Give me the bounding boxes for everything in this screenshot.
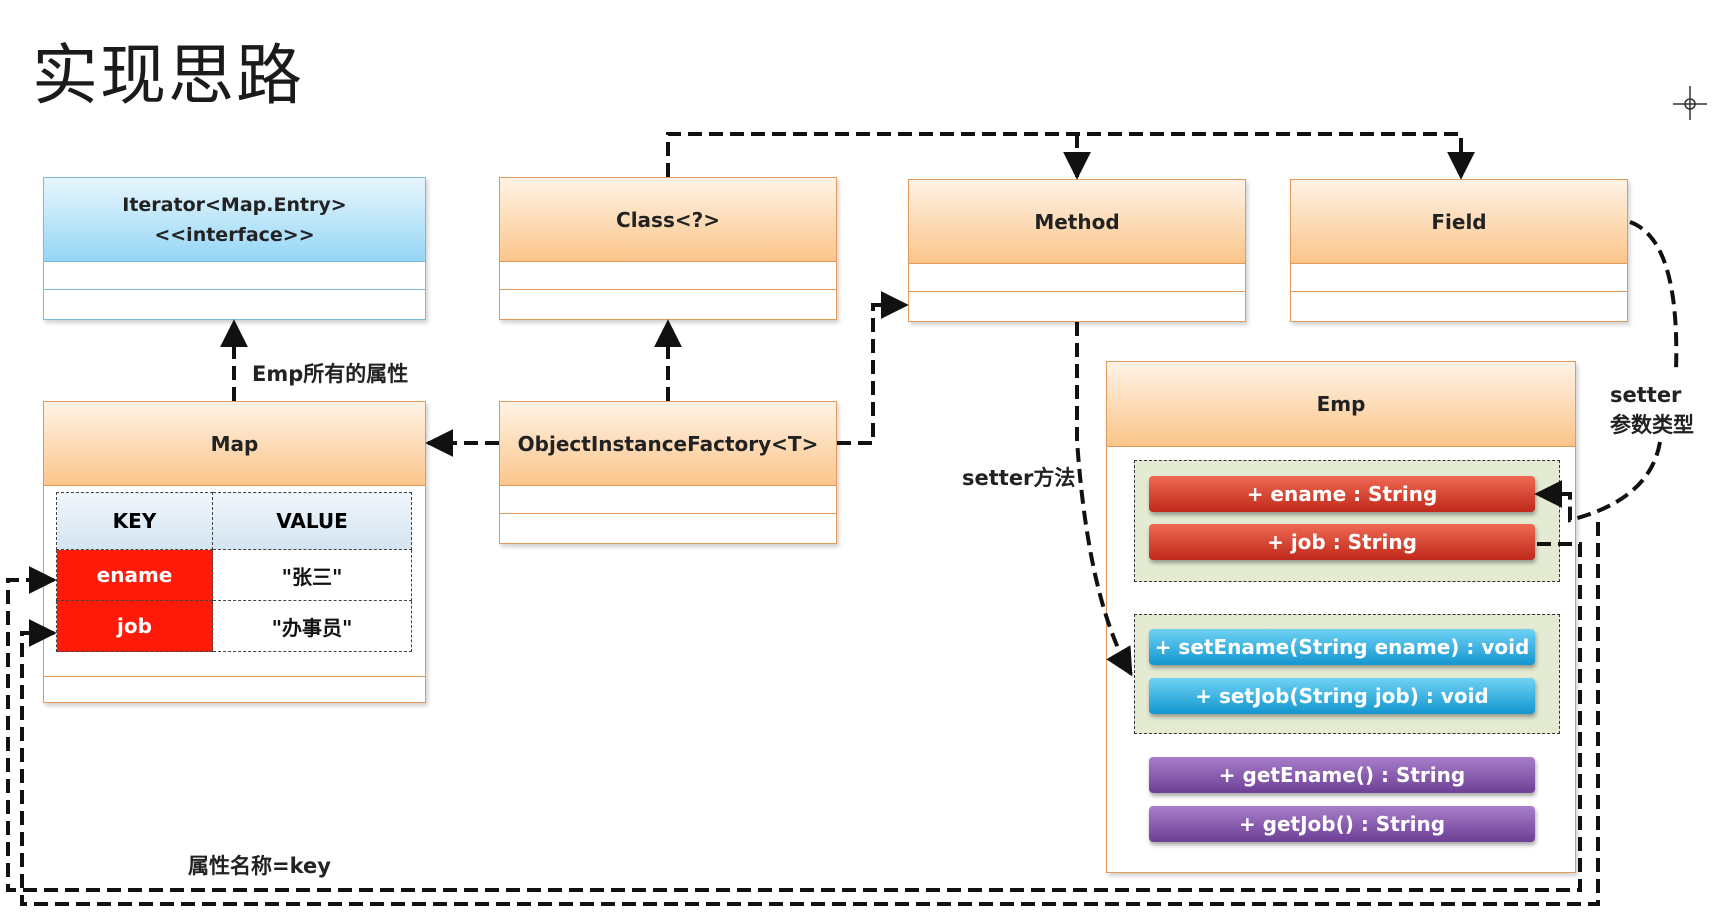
emp-header: Emp	[1107, 362, 1575, 447]
map-key-cell: job	[56, 600, 213, 652]
map-bottom-section	[43, 676, 426, 703]
table-header-value: VALUE	[212, 492, 412, 550]
method-attributes	[909, 264, 1245, 292]
map-header: Map	[44, 402, 425, 486]
attr-name-key-label: 属性名称=key	[188, 854, 331, 878]
setter-param-line1: setter	[1610, 383, 1682, 407]
map-entries-table: KEY VALUE ename "张三" job "办事员"	[56, 492, 412, 652]
iterator-stereotype: <<interface>>	[154, 223, 315, 246]
iterator-operations	[44, 290, 425, 318]
map-value-cell: "张三"	[212, 549, 412, 601]
iterator-name: Iterator<Map.Entry>	[122, 193, 347, 216]
field-job[interactable]: + job : String	[1149, 524, 1535, 560]
method-get-ename[interactable]: + getEname() : String	[1149, 757, 1535, 793]
class-box[interactable]: Class<?>	[499, 177, 837, 320]
class-operations	[500, 290, 836, 318]
setter-method-label: setter方法	[962, 466, 1076, 490]
map-value-cell: "办事员"	[212, 600, 412, 652]
method-header: Method	[909, 180, 1245, 264]
factory-attributes	[500, 486, 836, 514]
iterator-class-box[interactable]: Iterator<Map.Entry> <<interface>>	[43, 177, 426, 320]
iterator-attributes	[44, 262, 425, 290]
setter-param-line2: 参数类型	[1610, 413, 1694, 437]
iterator-header: Iterator<Map.Entry> <<interface>>	[44, 178, 425, 262]
table-header-key: KEY	[56, 492, 213, 550]
emp-attrs-label: Emp所有的属性	[252, 362, 409, 386]
field-operations	[1291, 292, 1627, 320]
page-title: 实现思路	[32, 37, 304, 114]
table-row: job "办事员"	[56, 600, 412, 652]
factory-operations	[500, 514, 836, 542]
field-box[interactable]: Field	[1290, 179, 1628, 322]
factory-box[interactable]: ObjectInstanceFactory<T>	[499, 401, 837, 544]
method-box[interactable]: Method	[908, 179, 1246, 322]
map-key-cell: ename	[56, 549, 213, 601]
method-set-job[interactable]: + setJob(String job) : void	[1149, 678, 1535, 714]
class-header: Class<?>	[500, 178, 836, 262]
field-header: Field	[1291, 180, 1627, 264]
method-get-job[interactable]: + getJob() : String	[1149, 806, 1535, 842]
factory-header: ObjectInstanceFactory<T>	[500, 402, 836, 486]
class-attributes	[500, 262, 836, 290]
method-operations	[909, 292, 1245, 320]
setter-param-label: setter 参数类型	[1610, 380, 1694, 440]
field-attributes	[1291, 264, 1627, 292]
field-ename[interactable]: + ename : String	[1149, 476, 1535, 512]
method-set-ename[interactable]: + setEname(String ename) : void	[1149, 629, 1535, 665]
table-row: ename "张三"	[56, 549, 412, 601]
